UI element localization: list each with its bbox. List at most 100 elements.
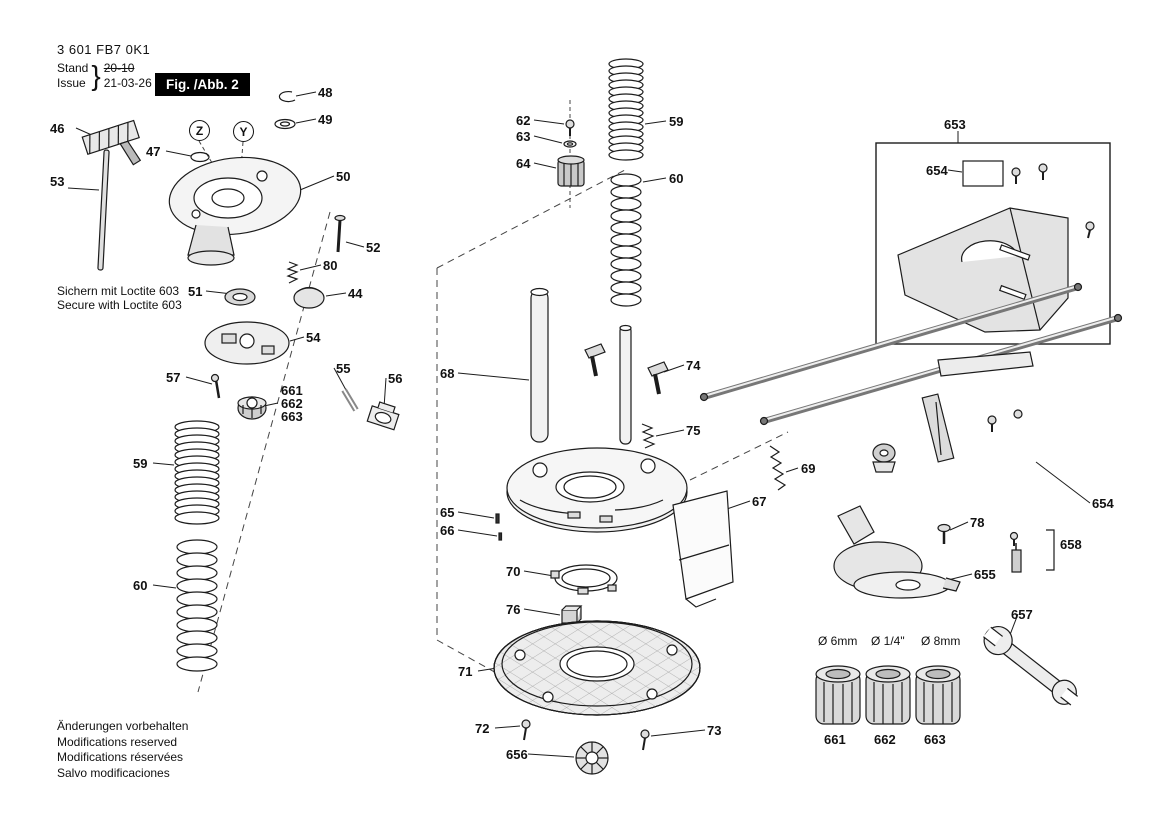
part-callout-80: 80 <box>323 258 338 273</box>
part-callout-70: 70 <box>506 564 521 579</box>
spring-69 <box>769 445 787 491</box>
part-callout-656: 656 <box>506 747 528 762</box>
clip-56 <box>366 401 400 431</box>
part-callout-66: 66 <box>440 523 455 538</box>
part-callout-654: 654 <box>926 163 948 178</box>
revision-block: Stand Issue } 20-10 21-03-26 <box>57 61 152 91</box>
part-callout-63: 63 <box>516 129 531 144</box>
part-callout-49: 49 <box>318 112 333 127</box>
screw-73 <box>640 729 650 751</box>
part-callout-76: 76 <box>506 602 521 617</box>
ring-47 <box>190 151 210 163</box>
part-callout-59: 59 <box>133 456 148 471</box>
washer-49 <box>274 118 296 130</box>
part-callout-53: 53 <box>50 174 65 189</box>
screw-72 <box>521 719 531 741</box>
part-callout-655: 655 <box>974 567 996 582</box>
part-callout-661: 661 <box>281 383 303 398</box>
index-balloon-z: Z <box>189 120 210 141</box>
screw-62 <box>565 119 575 136</box>
levers-74 <box>584 343 669 395</box>
part-callout-48: 48 <box>318 85 333 100</box>
part-callout-67: 67 <box>752 494 767 509</box>
part-callout-50: 50 <box>336 169 351 184</box>
base-plate-71 <box>493 620 701 716</box>
washer-63 <box>563 140 577 148</box>
bracket-assembly-654 <box>872 351 1034 473</box>
collet-661-drawing <box>815 665 861 725</box>
diameter-label-14: Ø 1/4" <box>871 634 905 648</box>
figure-label: Fig. /Abb. 2 <box>155 73 250 96</box>
part-callout-71: 71 <box>458 664 473 679</box>
part-callout-56: 56 <box>388 371 403 386</box>
part-callout-74: 74 <box>686 358 701 373</box>
guard-plate-67 <box>672 490 734 608</box>
spring-59-right <box>608 58 644 161</box>
part-callout-73: 73 <box>707 723 722 738</box>
spring-75 <box>641 423 656 449</box>
part-callout-75: 75 <box>686 423 701 438</box>
part-callout-662: 662 <box>874 732 896 747</box>
spring-60-left <box>176 539 218 672</box>
screw-57 <box>210 373 221 399</box>
index-balloon-y: Y <box>233 121 254 142</box>
support-plate <box>506 447 688 533</box>
handle-46 <box>81 119 142 166</box>
brush-holder-64 <box>557 155 585 187</box>
circlip-48 <box>278 91 296 103</box>
part-callout-62: 62 <box>516 113 531 128</box>
part-callout-60: 60 <box>669 171 684 186</box>
clamping-nut-661 <box>237 396 267 420</box>
part-callout-653: 653 <box>944 117 966 132</box>
guide-columns-68 <box>530 287 632 445</box>
part-callout-59: 59 <box>669 114 684 129</box>
star-washer-656 <box>575 741 609 775</box>
plate-54 <box>204 321 290 365</box>
stand-label: Stand <box>57 61 89 75</box>
bearing-51 <box>224 288 256 306</box>
screw-78 <box>937 523 951 544</box>
rod-53 <box>97 149 110 271</box>
part-callout-78: 78 <box>970 515 985 530</box>
part-callout-657: 657 <box>1011 607 1033 622</box>
part-callout-72: 72 <box>475 721 490 736</box>
loctite-note: Sichern mit Loctite 603 Secure with Loct… <box>57 284 182 312</box>
part-callout-68: 68 <box>440 366 455 381</box>
part-callout-64: 64 <box>516 156 531 171</box>
part-callout-663: 663 <box>281 409 303 424</box>
spring-60-right <box>610 173 642 307</box>
issue-label: Issue <box>57 76 86 90</box>
oiler-set-658 <box>1009 529 1055 573</box>
dust-hood-655 <box>833 505 961 599</box>
part-callout-46: 46 <box>50 121 65 136</box>
knob-44 <box>293 286 325 309</box>
part-callout-661: 661 <box>824 732 846 747</box>
type-number: 3 601 FB7 0K1 <box>57 42 151 57</box>
modifications-note: Änderungen vorbehalten Modifications res… <box>57 719 189 780</box>
wrench-657 <box>983 625 1079 706</box>
part-callout-51: 51 <box>188 284 203 299</box>
spring-80 <box>286 261 299 284</box>
spring-59-left <box>174 420 220 525</box>
screw-52 <box>334 214 346 253</box>
part-callout-69: 69 <box>801 461 816 476</box>
part-callout-54: 54 <box>306 330 321 345</box>
stand-value: 20-10 <box>103 61 135 75</box>
part-callout-654: 654 <box>1092 496 1114 511</box>
part-callout-60: 60 <box>133 578 148 593</box>
housing-50 <box>168 156 302 266</box>
collet-662-drawing <box>865 665 911 725</box>
part-callout-52: 52 <box>366 240 381 255</box>
pin-66 <box>498 532 503 541</box>
part-callout-65: 65 <box>440 505 455 520</box>
issue-value: 21-03-26 <box>103 76 152 90</box>
pin-65 <box>495 513 500 524</box>
diameter-label-8mm: Ø 8mm <box>921 634 961 648</box>
revision-brace: } <box>91 60 101 91</box>
ring-70 <box>550 564 618 595</box>
part-callout-47: 47 <box>146 144 161 159</box>
part-callout-44: 44 <box>348 286 363 301</box>
part-callout-55: 55 <box>336 361 351 376</box>
